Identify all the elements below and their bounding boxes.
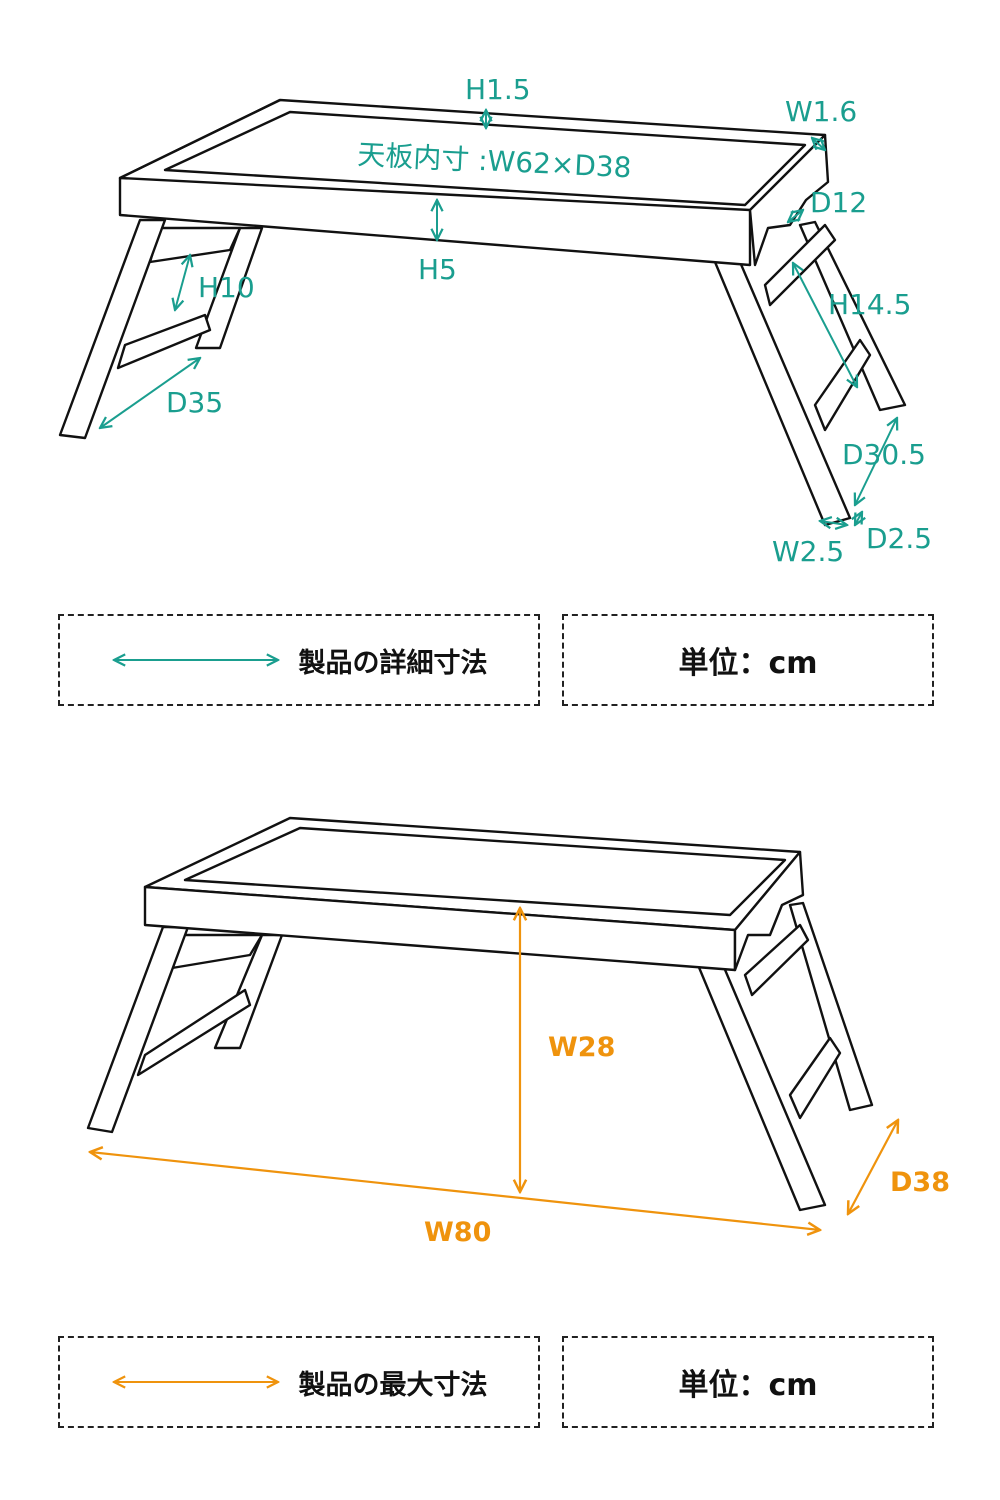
legend-detail: 製品の詳細寸法 bbox=[58, 614, 540, 706]
legend-max-label: 製品の最大寸法 bbox=[298, 1369, 488, 1401]
unit-label: 単位：cm bbox=[678, 1368, 818, 1403]
label-h5: H5 bbox=[418, 253, 457, 286]
detail-dimension-arrows bbox=[100, 110, 897, 525]
label-d2-5: D2.5 bbox=[866, 522, 932, 555]
table-max-drawing bbox=[86, 816, 874, 1212]
label-d12: D12 bbox=[810, 186, 867, 219]
max-dimension-arrows bbox=[90, 908, 898, 1230]
unit-box-detail: 単位：cm bbox=[562, 614, 934, 706]
label-d38: D38 bbox=[890, 1167, 950, 1198]
unit-label: 単位：cm bbox=[678, 646, 818, 681]
label-w1-6: W1.6 bbox=[785, 95, 857, 128]
label-w2-5: W2.5 bbox=[772, 535, 844, 568]
orange-arrow-icon bbox=[111, 1372, 281, 1392]
unit-box-max: 単位：cm bbox=[562, 1336, 934, 1428]
label-w80: W80 bbox=[424, 1217, 491, 1248]
legend-max: 製品の最大寸法 bbox=[58, 1336, 540, 1428]
teal-arrow-icon bbox=[111, 650, 281, 670]
label-h10: H10 bbox=[198, 271, 255, 304]
legend-detail-label: 製品の詳細寸法 bbox=[298, 647, 488, 679]
label-h1-5: H1.5 bbox=[465, 73, 531, 106]
label-d30-5: D30.5 bbox=[842, 438, 926, 471]
label-h14-5: H14.5 bbox=[828, 288, 911, 321]
label-d35: D35 bbox=[166, 386, 223, 419]
label-w28: W28 bbox=[548, 1032, 615, 1063]
